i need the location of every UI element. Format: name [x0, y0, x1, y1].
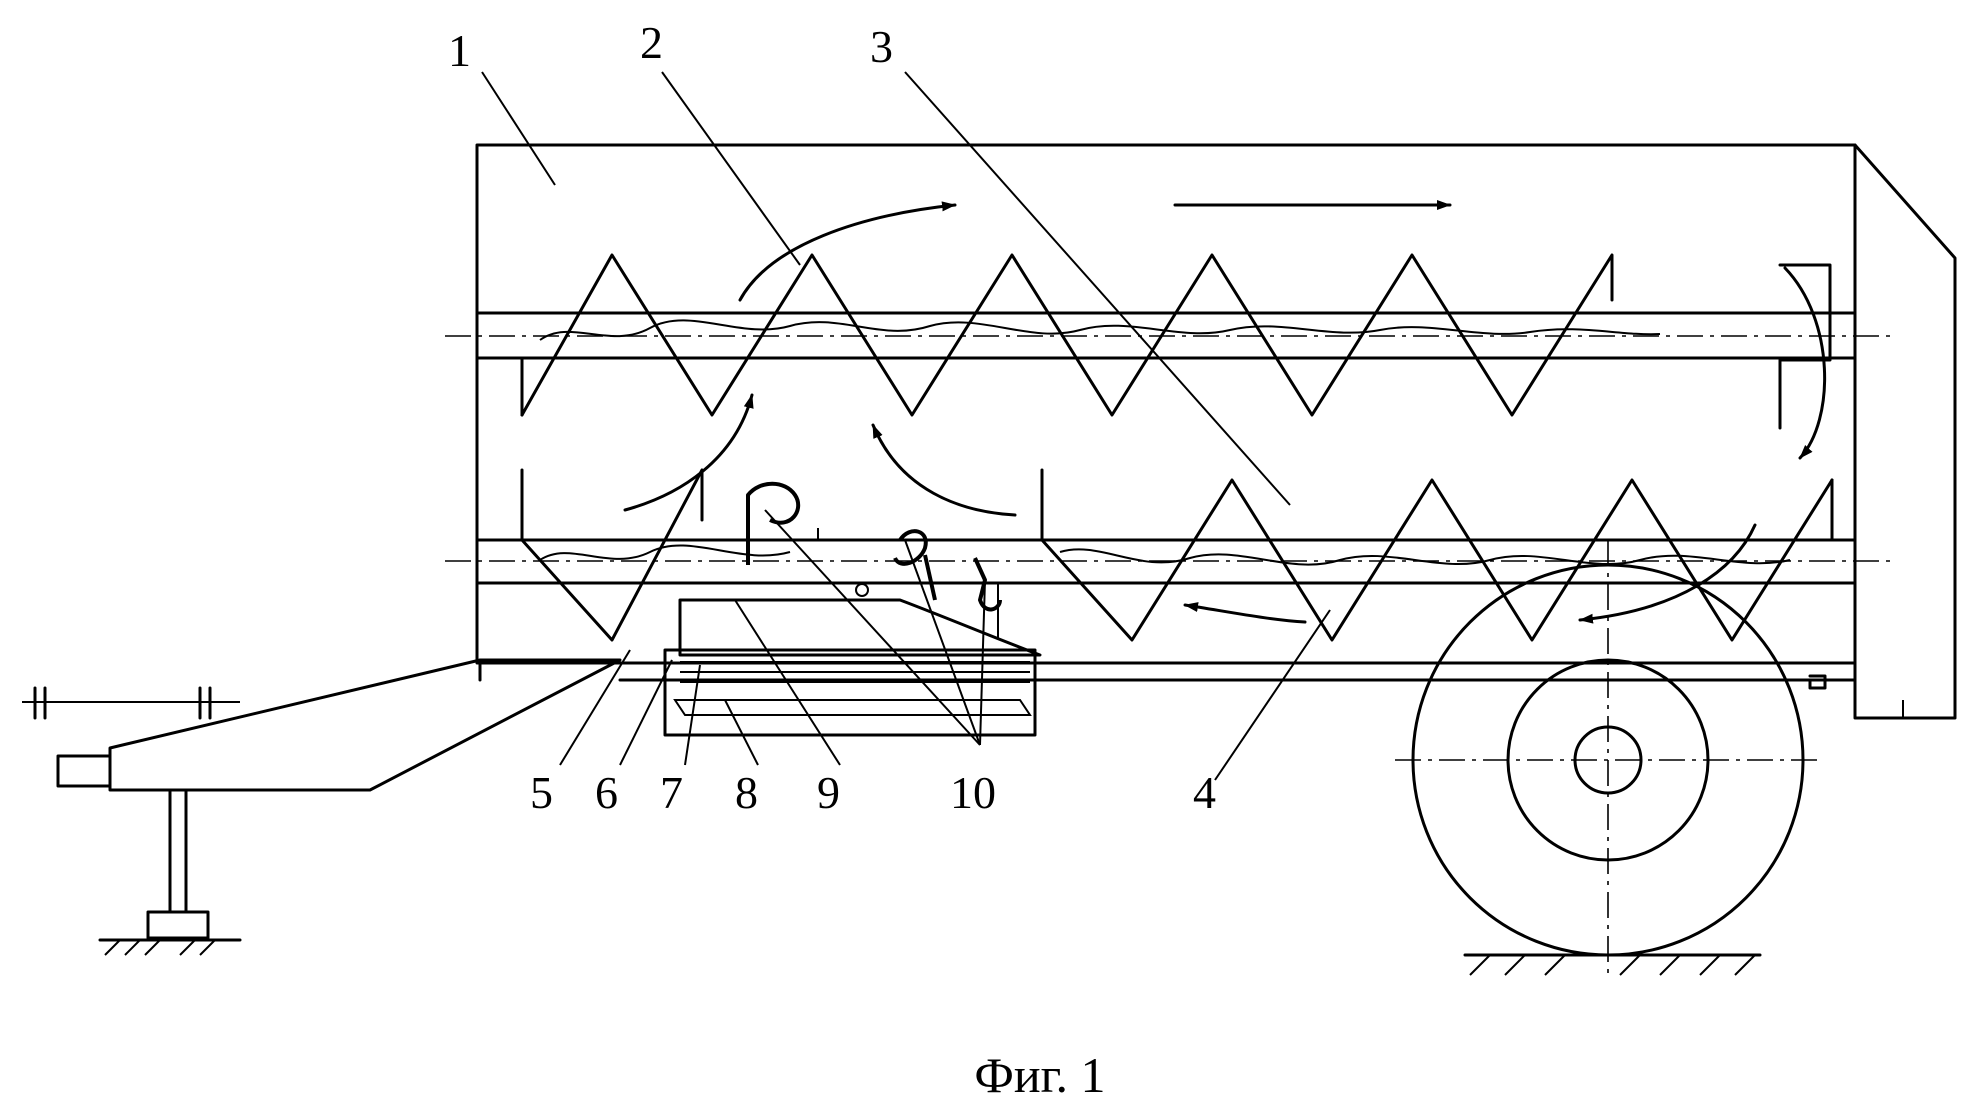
- label-5: 5: [530, 767, 553, 818]
- leader-lines: [482, 72, 1330, 780]
- label-10: 10: [950, 767, 996, 818]
- label-8: 8: [735, 767, 758, 818]
- label-2: 2: [640, 17, 663, 68]
- label-3: 3: [870, 21, 893, 72]
- upper-auger: [445, 255, 1890, 428]
- label-4: 4: [1193, 767, 1216, 818]
- label-7: 7: [660, 767, 683, 818]
- reference-labels: 1 2 3 4 5 6 7 8 9 10: [448, 17, 1216, 818]
- figure-caption: Фиг. 1: [974, 1047, 1105, 1103]
- label-1: 1: [448, 25, 471, 76]
- hopper-body: [477, 145, 1955, 718]
- label-6: 6: [595, 767, 618, 818]
- label-9: 9: [817, 767, 840, 818]
